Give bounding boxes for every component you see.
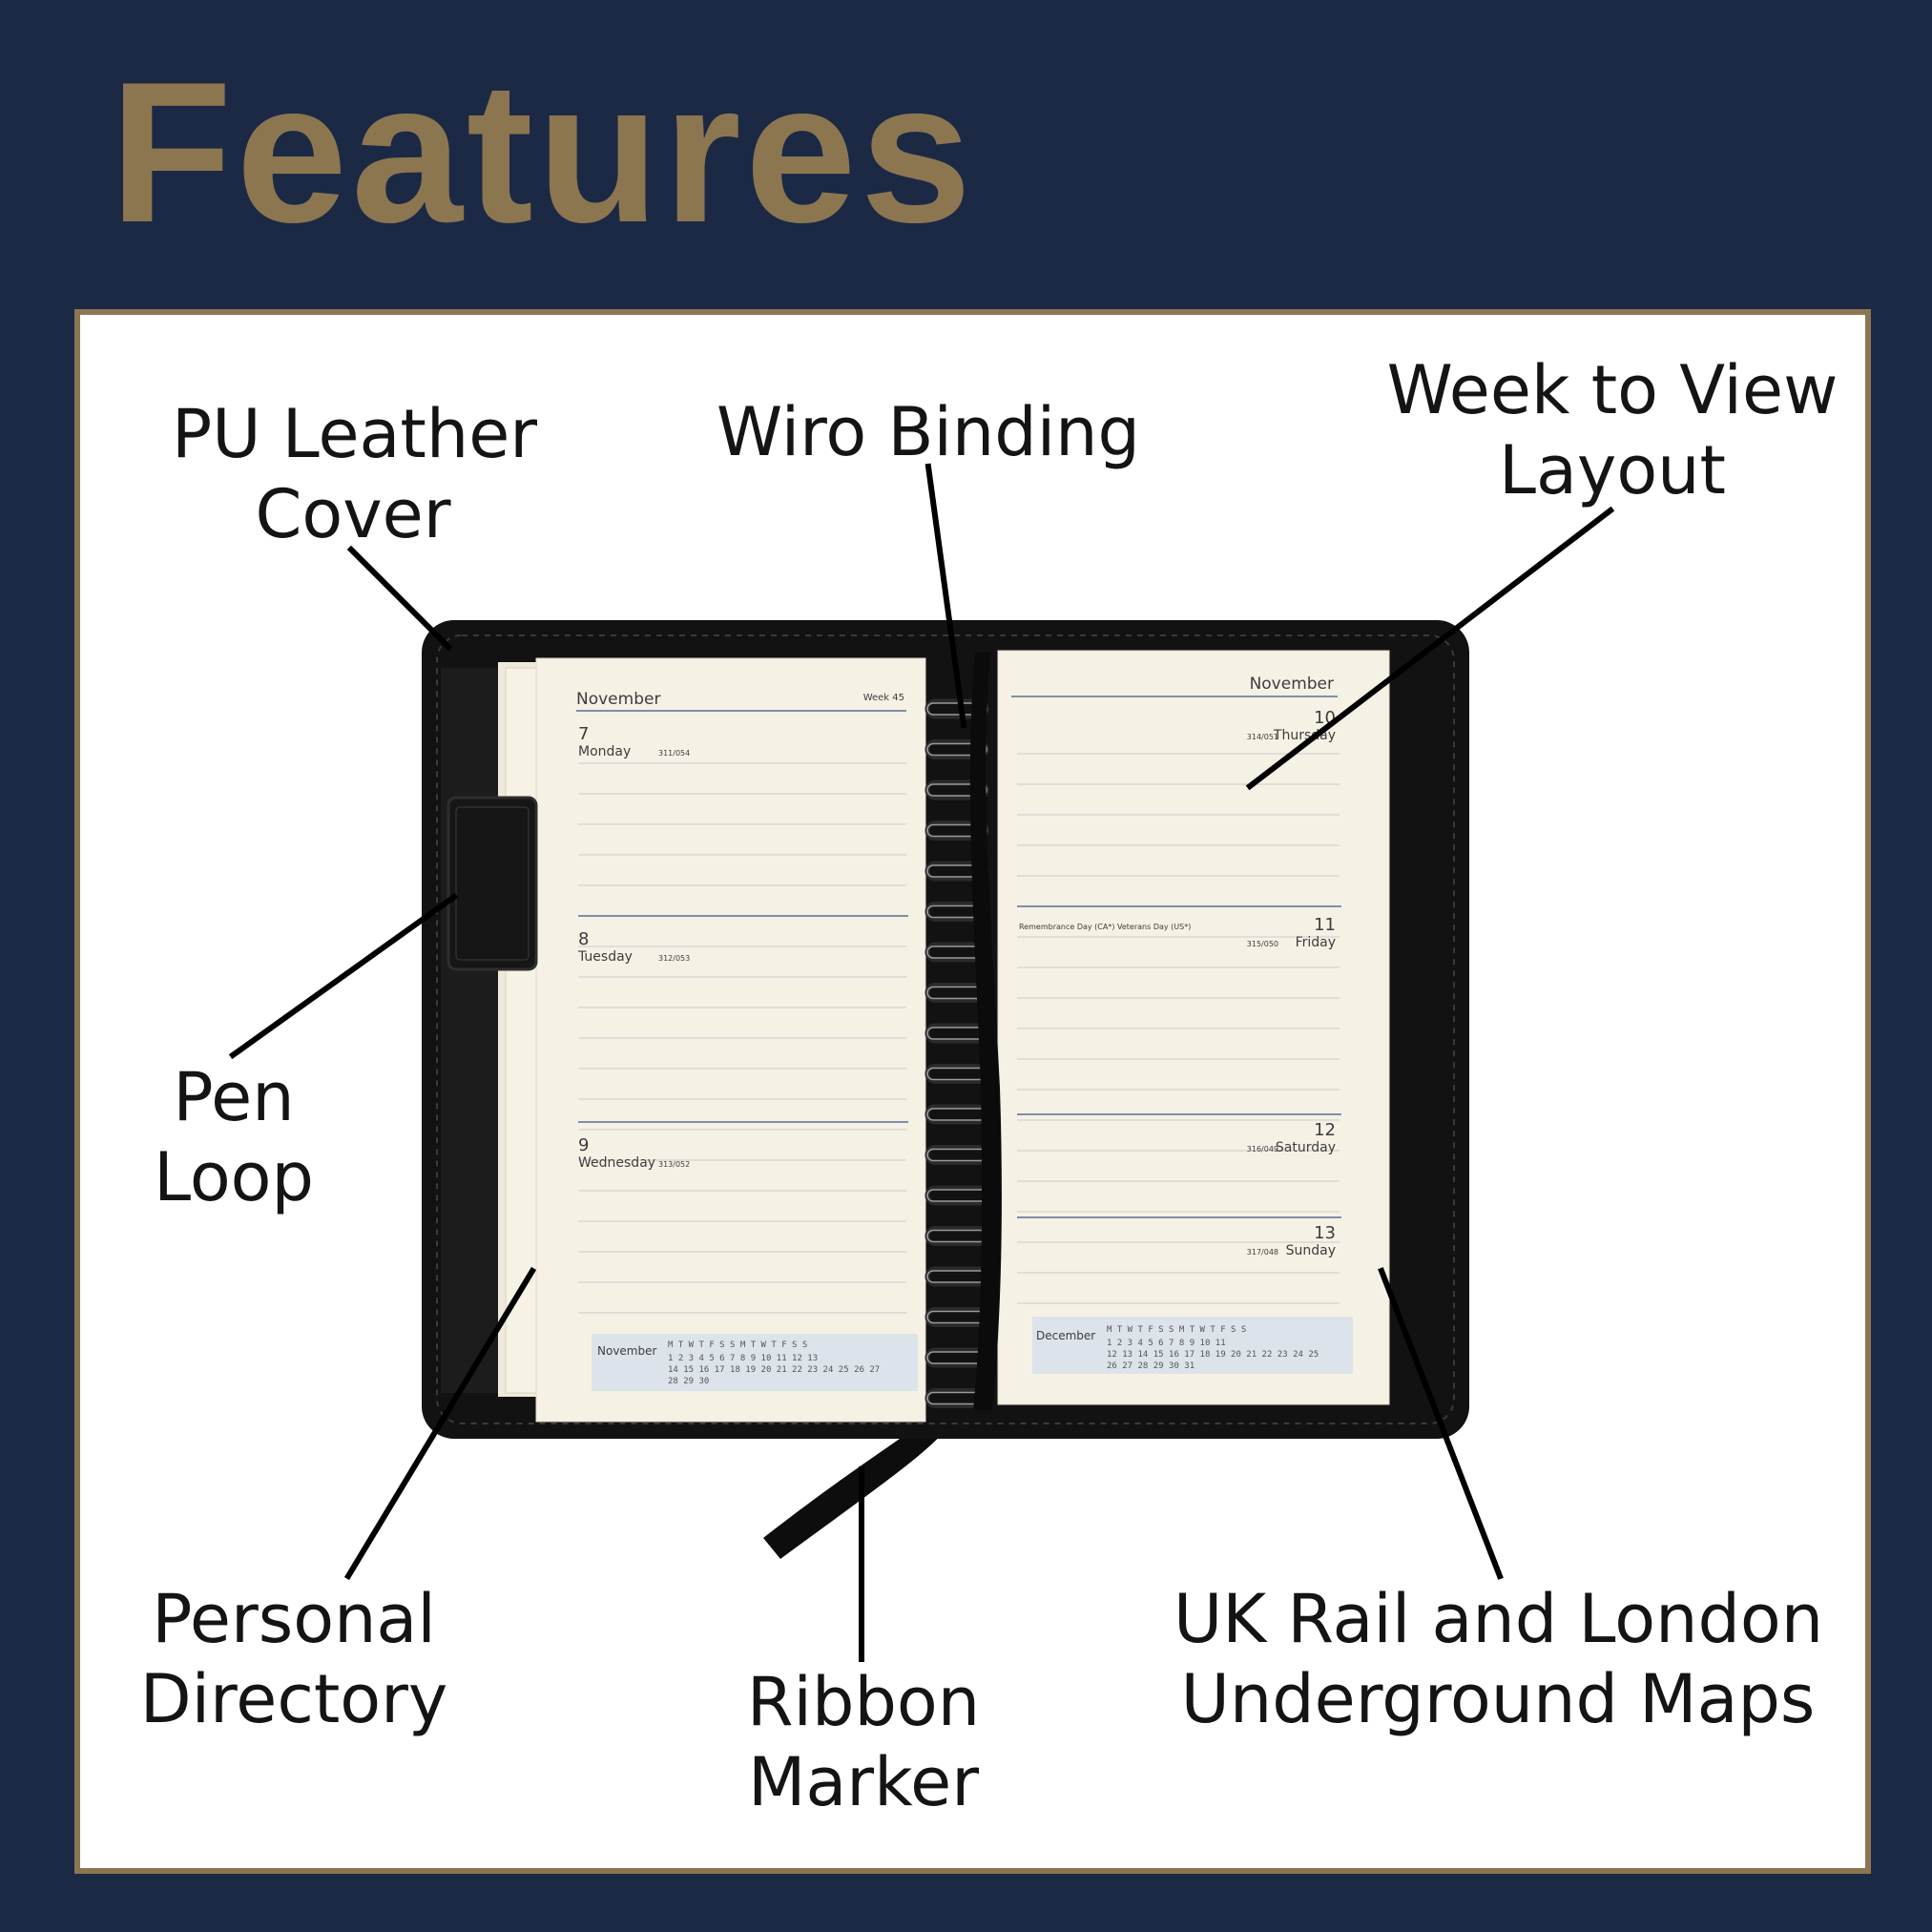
day-number: 8 (578, 929, 589, 949)
day-name: Saturday (1276, 1140, 1336, 1155)
svg-text:1 2 3 4 5 6 7 8 9 10 1: 1 2 3 4 5 6 7 8 9 10 11 (1107, 1339, 1226, 1348)
day-code: 314/051 (1247, 733, 1278, 741)
right-page-lines (1017, 753, 1341, 1304)
leader-pu-leather (346, 545, 453, 652)
leader-maps (1378, 1267, 1504, 1580)
svg-text:12 13 14 15 16 17 18 19 20 21: 12 13 14 15 16 17 18 19 20 21 22 23 24 2… (1107, 1350, 1319, 1360)
svg-text:M T W T F S S M T W T F S S: M T W T F S S M T W T F S S (1107, 1325, 1246, 1335)
mini-calendar-left (592, 1334, 918, 1391)
ribbon-marker (969, 653, 1002, 1410)
day-number: 12 (1314, 1120, 1336, 1140)
day-name: Monday (578, 744, 631, 759)
day-name: Friday (1296, 935, 1336, 950)
day-code: 315/050 (1247, 940, 1278, 948)
svg-text:December: December (1036, 1329, 1095, 1342)
day-code: 313/052 (658, 1160, 690, 1169)
svg-text:28 29 30: 28 29 30 (668, 1377, 709, 1386)
leader-directory (343, 1266, 537, 1581)
leader-pen-loop (228, 892, 459, 1060)
svg-text:1 2 3 4 5 6 7 8 9 10 1: 1 2 3 4 5 6 7 8 9 10 11 12 13 (668, 1354, 818, 1363)
day-name: Wednesday (578, 1155, 655, 1171)
mini-calendar-right (1032, 1317, 1353, 1374)
left-page-lines (578, 762, 908, 1314)
svg-text:M T W T F S S M T W T F S S: M T W T F S S M T W T F S S (668, 1340, 807, 1350)
day-name: Tuesday (577, 949, 633, 965)
holiday-note: Remembrance Day (CA*) Veterans Day (US*) (1019, 923, 1191, 931)
right-page (997, 650, 1390, 1405)
svg-text:14 15 16 17 18 19 20 21 22 23: 14 15 16 17 18 19 20 21 22 23 24 25 26 2… (668, 1365, 880, 1375)
leader-week-view (1245, 506, 1615, 791)
day-number: 7 (578, 724, 589, 744)
pen-loop (447, 796, 538, 971)
left-month: November (576, 690, 660, 709)
svg-text:26 27 28 29 30 31: 26 27 28 29 30 31 (1107, 1361, 1195, 1371)
right-month: November (1250, 675, 1334, 694)
left-page (535, 657, 926, 1423)
callout-wiro-binding: Wiro Binding (717, 393, 1140, 471)
right-page-days: 10Thursday314/05111Friday315/05012Saturd… (1247, 708, 1336, 1258)
day-number: 9 (578, 1135, 589, 1155)
day-code: 316/049 (1247, 1145, 1278, 1153)
page-title: Features (110, 40, 976, 264)
wiro-binding (924, 698, 989, 1408)
day-number: 13 (1314, 1223, 1336, 1243)
day-number: 11 (1314, 915, 1336, 935)
week-number: Week 45 (863, 693, 904, 703)
day-code: 312/053 (658, 954, 690, 963)
svg-text:November: November (597, 1344, 656, 1358)
day-code: 311/054 (658, 749, 690, 758)
day-name: Sunday (1286, 1243, 1336, 1258)
leader-wiro (924, 463, 967, 729)
day-code: 317/048 (1247, 1248, 1278, 1257)
